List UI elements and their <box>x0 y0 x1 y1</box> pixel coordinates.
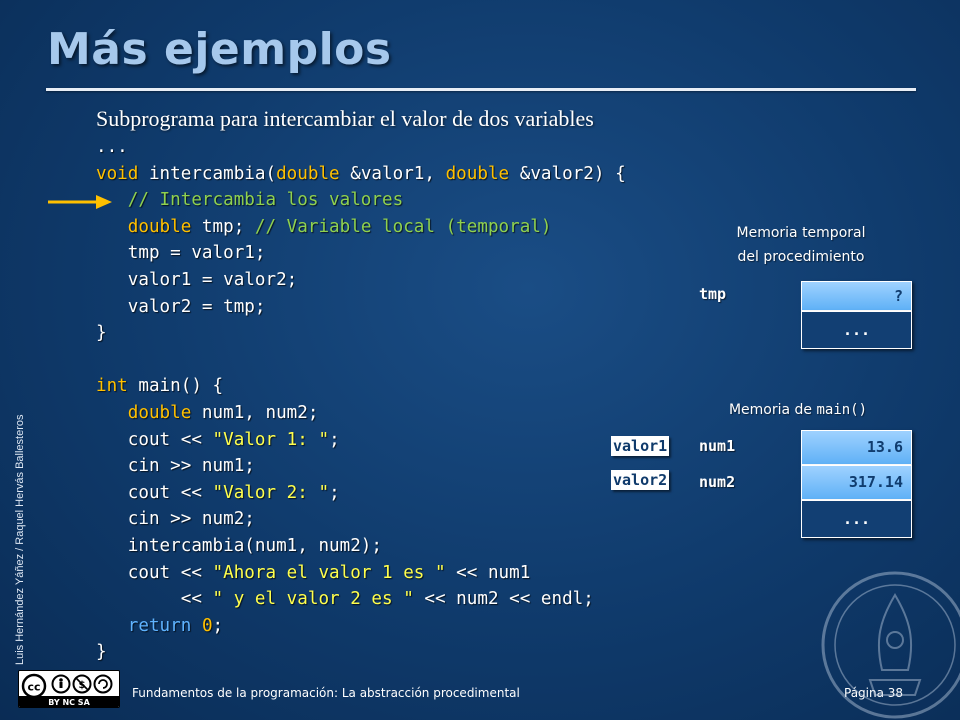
code-line: tmp = valor1; <box>96 243 266 264</box>
temp-memory-label-line2: del procedimiento <box>737 249 865 265</box>
author-credit: Luis Hernández Yáñez / Raquel Hervás Bal… <box>14 414 26 666</box>
arrow-right-icon <box>48 195 112 209</box>
code-line: ... <box>96 137 128 157</box>
slide-subtitle: Subprograma para intercambiar el valor d… <box>96 106 594 131</box>
code-line: << " y el valor 2 es " << num2 << endl; <box>96 589 594 610</box>
footer-course: Fundamentos de la programación: La abstr… <box>132 686 520 700</box>
code-line: intercambia(num1, num2); <box>96 535 382 556</box>
code-line: valor2 = tmp; <box>96 296 266 317</box>
temp-memory-label: Memoria temporal del procedimiento <box>696 221 906 269</box>
svg-text:$: $ <box>79 680 86 691</box>
code-line: cin >> num1; <box>96 456 255 477</box>
code-line: valor1 = valor2; <box>96 269 298 290</box>
code-line: double num1, num2; <box>127 402 319 423</box>
temp-memory-ellipsis: ... <box>801 311 912 349</box>
code-listing: ... void intercambia(double &valor1, doub… <box>96 134 626 666</box>
page-number: Página 38 <box>844 686 904 700</box>
university-seal-icon <box>821 571 960 719</box>
code-line: cout << "Ahora el valor 1 es " << num1 <box>96 562 531 583</box>
var-num2-name: num2 <box>699 473 736 491</box>
num2-memory-cell: 317.14 <box>801 465 912 500</box>
code-line: int main() { <box>96 376 224 397</box>
code-blank-line <box>96 347 626 374</box>
main-memory-label-text: Memoria de <box>728 402 817 418</box>
slide-title: Más ejemplos <box>47 24 392 75</box>
svg-text:cc: cc <box>27 681 40 694</box>
main-memory-label: Memoria de main() <box>688 398 908 422</box>
code-line: } <box>96 642 107 663</box>
num1-memory-cell: 13.6 <box>801 430 912 465</box>
code-line: } <box>96 323 107 344</box>
code-line: double tmp; // Variable local (temporal) <box>127 216 552 237</box>
code-line: cout << "Valor 1: "; <box>96 429 340 450</box>
code-line: return 0; <box>127 615 224 636</box>
ref-valor1-label: valor1 <box>611 436 670 456</box>
code-line: void intercambia(double &valor1, double … <box>96 163 626 184</box>
var-num1-name: num1 <box>699 437 736 455</box>
code-comment: // Intercambia los valores <box>96 190 404 211</box>
temp-memory-label-line1: Memoria temporal <box>736 225 866 241</box>
license-text: BY NC SA <box>48 698 90 707</box>
code-line: cin >> num2; <box>96 509 255 530</box>
code-line: cout << "Valor 2: "; <box>96 482 340 503</box>
var-tmp-name: tmp <box>699 285 727 303</box>
creative-commons-icon: cc $ BY NC SA <box>18 670 120 708</box>
tmp-memory-cell: ? <box>801 281 912 311</box>
title-divider <box>46 88 916 91</box>
ref-valor2-label: valor2 <box>611 470 670 490</box>
main-memory-ellipsis: ... <box>801 500 912 538</box>
main-memory-label-code: main() <box>816 402 868 418</box>
